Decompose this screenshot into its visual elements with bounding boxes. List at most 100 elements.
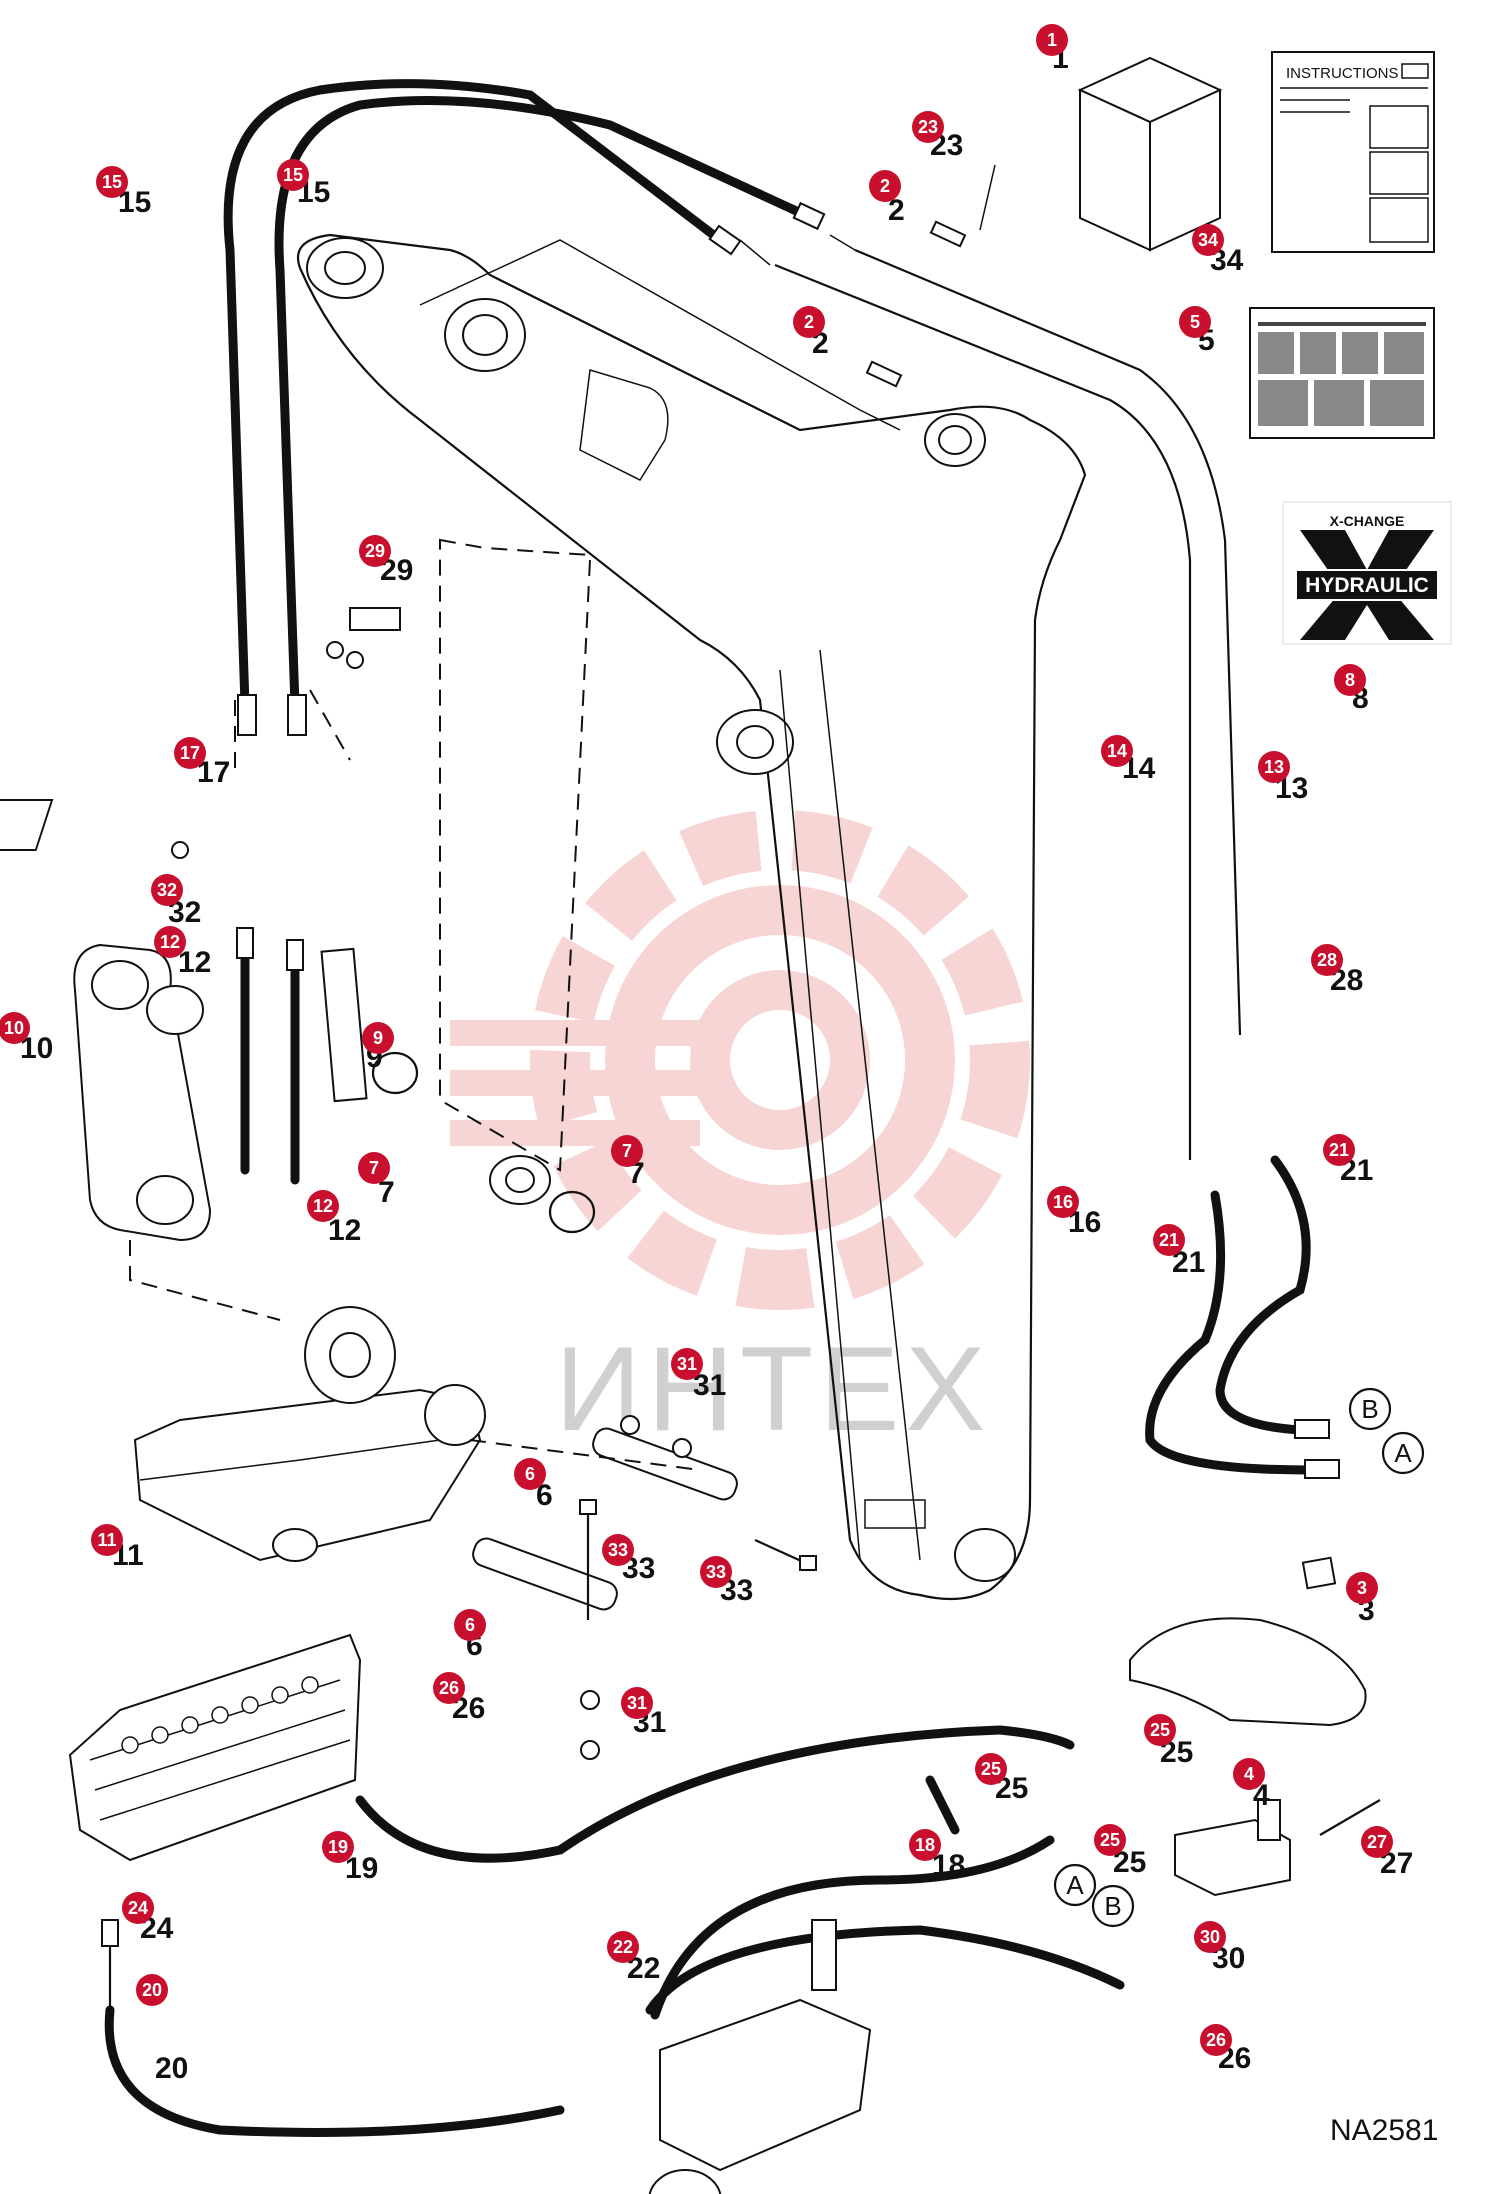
svg-text:30: 30 bbox=[1200, 1927, 1220, 1947]
svg-text:15: 15 bbox=[283, 165, 303, 185]
callout-30[interactable]: 30 bbox=[1194, 1921, 1226, 1953]
callout-9[interactable]: 9 bbox=[362, 1022, 394, 1054]
callout-31b[interactable]: 31 bbox=[621, 1687, 653, 1719]
control-valve bbox=[68, 1633, 362, 1862]
callout-22[interactable]: 22 bbox=[607, 1931, 639, 1963]
callout-15b[interactable]: 15 bbox=[277, 159, 309, 191]
port-a2-label: A bbox=[1066, 1870, 1084, 1900]
callout-10[interactable]: 10 bbox=[0, 1012, 30, 1044]
svg-text:33: 33 bbox=[608, 1540, 628, 1560]
svg-text:14: 14 bbox=[1107, 741, 1127, 761]
watermark-logo bbox=[450, 810, 1030, 1310]
callout-15a[interactable]: 15 bbox=[96, 166, 128, 198]
decal-brand-text: X-CHANGE bbox=[1330, 513, 1405, 529]
callout-1[interactable]: 1 bbox=[1036, 24, 1068, 56]
callout-34[interactable]: 34 bbox=[1192, 224, 1224, 256]
svg-text:6: 6 bbox=[465, 1615, 475, 1635]
svg-text:5: 5 bbox=[1190, 312, 1200, 332]
callout-26b[interactable]: 26 bbox=[1200, 2024, 1232, 2056]
svg-text:2: 2 bbox=[880, 176, 890, 196]
callout-7a[interactable]: 7 bbox=[358, 1152, 390, 1184]
svg-text:13: 13 bbox=[1264, 757, 1284, 777]
callout-28[interactable]: 28 bbox=[1311, 944, 1343, 976]
valve-block-4 bbox=[1174, 1799, 1381, 1897]
excavator-arm bbox=[297, 233, 1087, 1601]
svg-text:25: 25 bbox=[1100, 1830, 1120, 1850]
callout-6a[interactable]: 6 bbox=[514, 1458, 546, 1490]
svg-text:26: 26 bbox=[1206, 2030, 1226, 2050]
callout-31a[interactable]: 31 bbox=[671, 1348, 703, 1380]
callout-3[interactable]: 3 bbox=[1346, 1572, 1378, 1604]
svg-text:15: 15 bbox=[102, 172, 122, 192]
callout-13[interactable]: 13 bbox=[1258, 751, 1290, 783]
callout-24[interactable]: 24 bbox=[122, 1892, 154, 1924]
svg-text:25: 25 bbox=[981, 1759, 1001, 1779]
callout-14[interactable]: 14 bbox=[1101, 735, 1133, 767]
port-a-label: A bbox=[1394, 1438, 1412, 1468]
callout-19[interactable]: 19 bbox=[322, 1831, 354, 1863]
hose-19-18-20 bbox=[101, 1725, 1125, 2137]
svg-text:25: 25 bbox=[1150, 1720, 1170, 1740]
callout-27[interactable]: 27 bbox=[1361, 1826, 1393, 1858]
decal-hydraulic-text: HYDRAULIC bbox=[1305, 574, 1429, 597]
svg-text:7: 7 bbox=[622, 1141, 632, 1161]
callout-4[interactable]: 4 bbox=[1233, 1758, 1265, 1790]
label-2a: 2 bbox=[888, 194, 905, 227]
decal-hydraulic-x: X-CHANGE HYDRAULIC bbox=[1282, 501, 1452, 645]
callout-25a[interactable]: 25 bbox=[1144, 1714, 1176, 1746]
svg-text:12: 12 bbox=[313, 1196, 333, 1216]
callout-29[interactable]: 29 bbox=[359, 535, 391, 567]
callout-12b[interactable]: 12 bbox=[307, 1190, 339, 1222]
callout-6b[interactable]: 6 bbox=[454, 1609, 486, 1641]
instructions-sheet: INSTRUCTIONS bbox=[1271, 51, 1435, 253]
svg-text:24: 24 bbox=[128, 1898, 148, 1918]
callout-33a[interactable]: 33 bbox=[602, 1534, 634, 1566]
callout-18[interactable]: 18 bbox=[909, 1829, 941, 1861]
svg-text:19: 19 bbox=[328, 1837, 348, 1857]
hose-15 bbox=[223, 79, 826, 736]
callout-25c[interactable]: 25 bbox=[1094, 1824, 1126, 1856]
callout-21b[interactable]: 21 bbox=[1153, 1224, 1185, 1256]
decal-instructions bbox=[1249, 307, 1435, 439]
callout-11[interactable]: 11 bbox=[91, 1524, 123, 1556]
coupler bbox=[133, 1306, 486, 1562]
callout-8[interactable]: 8 bbox=[1334, 664, 1366, 696]
callout-23[interactable]: 23 bbox=[912, 111, 944, 143]
label-6a: 6 bbox=[536, 1479, 553, 1512]
svg-text:32: 32 bbox=[157, 880, 177, 900]
svg-text:17: 17 bbox=[180, 743, 200, 763]
svg-text:31: 31 bbox=[627, 1693, 647, 1713]
callout-5[interactable]: 5 bbox=[1179, 306, 1211, 338]
svg-text:34: 34 bbox=[1198, 230, 1218, 250]
callout-21a[interactable]: 21 bbox=[1323, 1134, 1355, 1166]
hose-12 bbox=[236, 927, 304, 1185]
pilot-valve bbox=[648, 1919, 872, 2194]
svg-text:11: 11 bbox=[97, 1530, 116, 1550]
callout-20[interactable]: 20 bbox=[136, 1974, 168, 2006]
callout-12a[interactable]: 12 bbox=[154, 926, 186, 958]
svg-text:23: 23 bbox=[918, 117, 938, 137]
svg-text:18: 18 bbox=[915, 1835, 935, 1855]
callout-2b[interactable]: 2 bbox=[793, 306, 825, 338]
control-handle bbox=[1129, 1556, 1367, 1727]
svg-text:9: 9 bbox=[373, 1028, 383, 1048]
svg-text:20: 20 bbox=[142, 1980, 162, 2000]
clamp-2 bbox=[865, 164, 996, 388]
hose-21 bbox=[1145, 1155, 1340, 1479]
callout-26a[interactable]: 26 bbox=[433, 1672, 465, 1704]
callout-17[interactable]: 17 bbox=[174, 737, 206, 769]
callout-2a[interactable]: 2 bbox=[869, 170, 901, 202]
callout-33b[interactable]: 33 bbox=[700, 1556, 732, 1588]
callout-25b[interactable]: 25 bbox=[975, 1753, 1007, 1785]
svg-text:4: 4 bbox=[1244, 1764, 1254, 1784]
callout-7b[interactable]: 7 bbox=[611, 1135, 643, 1167]
callout-16[interactable]: 16 bbox=[1047, 1186, 1079, 1218]
svg-text:12: 12 bbox=[160, 932, 180, 952]
callout-32[interactable]: 32 bbox=[151, 874, 183, 906]
label-20: 20 bbox=[155, 2052, 188, 2085]
svg-text:1: 1 bbox=[1047, 30, 1057, 50]
svg-text:21: 21 bbox=[1159, 1230, 1179, 1250]
label-19: 19 bbox=[345, 1852, 378, 1885]
